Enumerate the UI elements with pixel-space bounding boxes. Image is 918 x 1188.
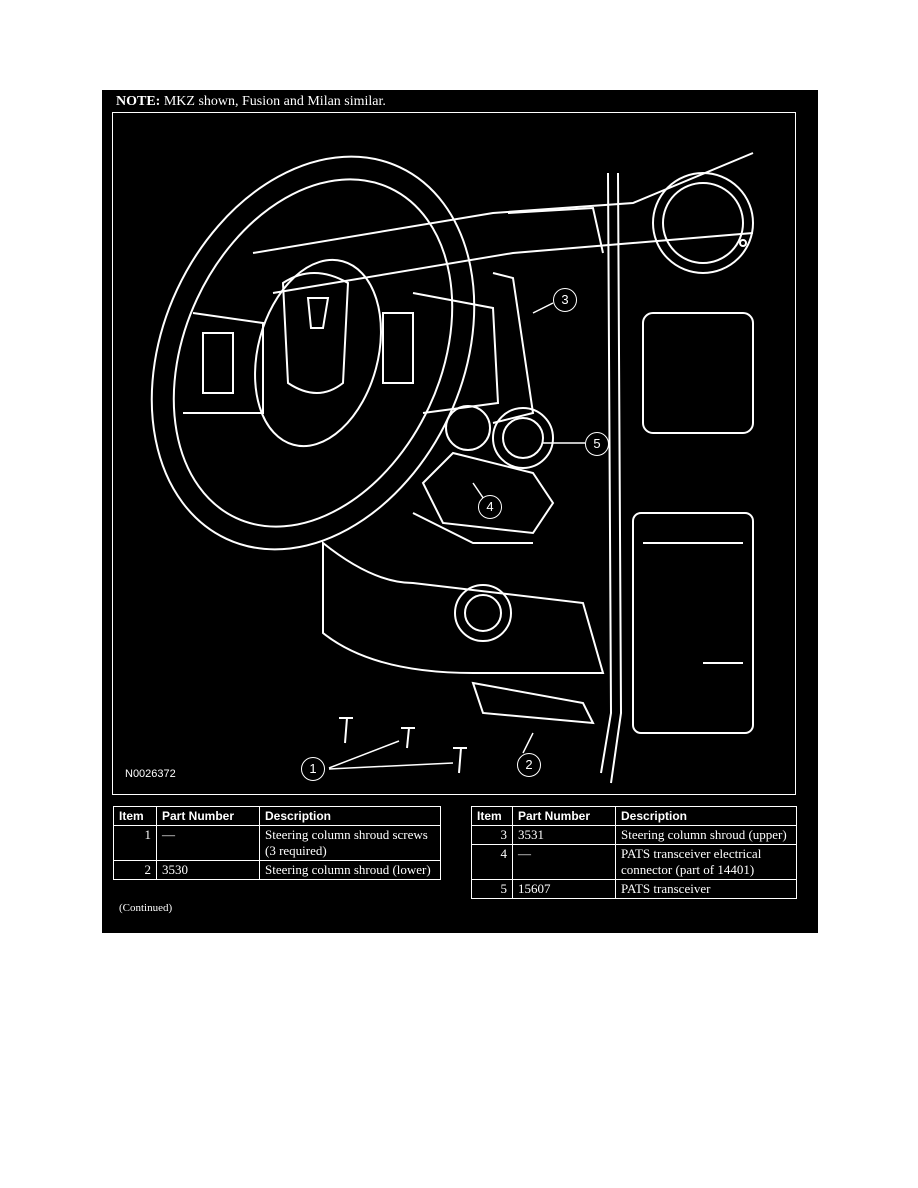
- item-cell: 1: [113, 825, 157, 861]
- steering-column-drawing: [150, 152, 754, 784]
- header-description: Description: [615, 806, 797, 826]
- steering-column-figure: 1 2 3 4 5 N0026372: [112, 112, 796, 795]
- header-part-number: Part Number: [512, 806, 616, 826]
- table-row: 3 3531 Steering column shroud (upper): [471, 825, 797, 845]
- note-label: NOTE:: [116, 94, 161, 109]
- illustration-panel: NOTE: MKZ shown, Fusion and Milan simila…: [102, 90, 818, 933]
- item-cell: 5: [471, 879, 513, 899]
- description-cell: PATS transceiver electrical connector (p…: [615, 844, 797, 880]
- item-cell: 2: [113, 860, 157, 880]
- callout-1: 1: [301, 757, 325, 781]
- description-cell: PATS transceiver: [615, 879, 797, 899]
- item-cell: 3: [471, 825, 513, 845]
- callout-3: 3: [553, 288, 577, 312]
- table-row: 4 — PATS transceiver electrical connecto…: [471, 844, 797, 880]
- part-number-cell: —: [156, 825, 260, 861]
- header-item: Item: [113, 806, 157, 826]
- note-line: NOTE: MKZ shown, Fusion and Milan simila…: [116, 94, 386, 110]
- header-part-number: Part Number: [156, 806, 260, 826]
- header-description: Description: [259, 806, 441, 826]
- continued-note: (Continued): [119, 902, 173, 914]
- callout-4: 4: [478, 495, 502, 519]
- description-cell: Steering column shroud (upper): [615, 825, 797, 845]
- part-number-cell: 3530: [156, 860, 260, 880]
- description-cell: Steering column shroud (lower): [259, 860, 441, 880]
- item-cell: 4: [471, 844, 513, 880]
- table-row: 2 3530 Steering column shroud (lower): [113, 860, 441, 880]
- part-number-cell: 3531: [512, 825, 616, 845]
- note-text: MKZ shown, Fusion and Milan similar.: [163, 94, 386, 109]
- parts-table-right: Item Part Number Description 3 3531 Stee…: [471, 806, 797, 899]
- part-number-cell: 15607: [512, 879, 616, 899]
- table-row: 1 — Steering column shroud screws (3 req…: [113, 825, 441, 861]
- figure-id: N0026372: [125, 768, 176, 780]
- header-item: Item: [471, 806, 513, 826]
- parts-table-left: Item Part Number Description 1 — Steerin…: [113, 806, 441, 880]
- table-row: 5 15607 PATS transceiver: [471, 879, 797, 899]
- callout-2: 2: [517, 753, 541, 777]
- callout-5: 5: [585, 432, 609, 456]
- description-cell: Steering column shroud screws (3 require…: [259, 825, 441, 861]
- table-header-row: Item Part Number Description: [471, 806, 797, 826]
- table-header-row: Item Part Number Description: [113, 806, 441, 826]
- part-number-cell: —: [512, 844, 616, 880]
